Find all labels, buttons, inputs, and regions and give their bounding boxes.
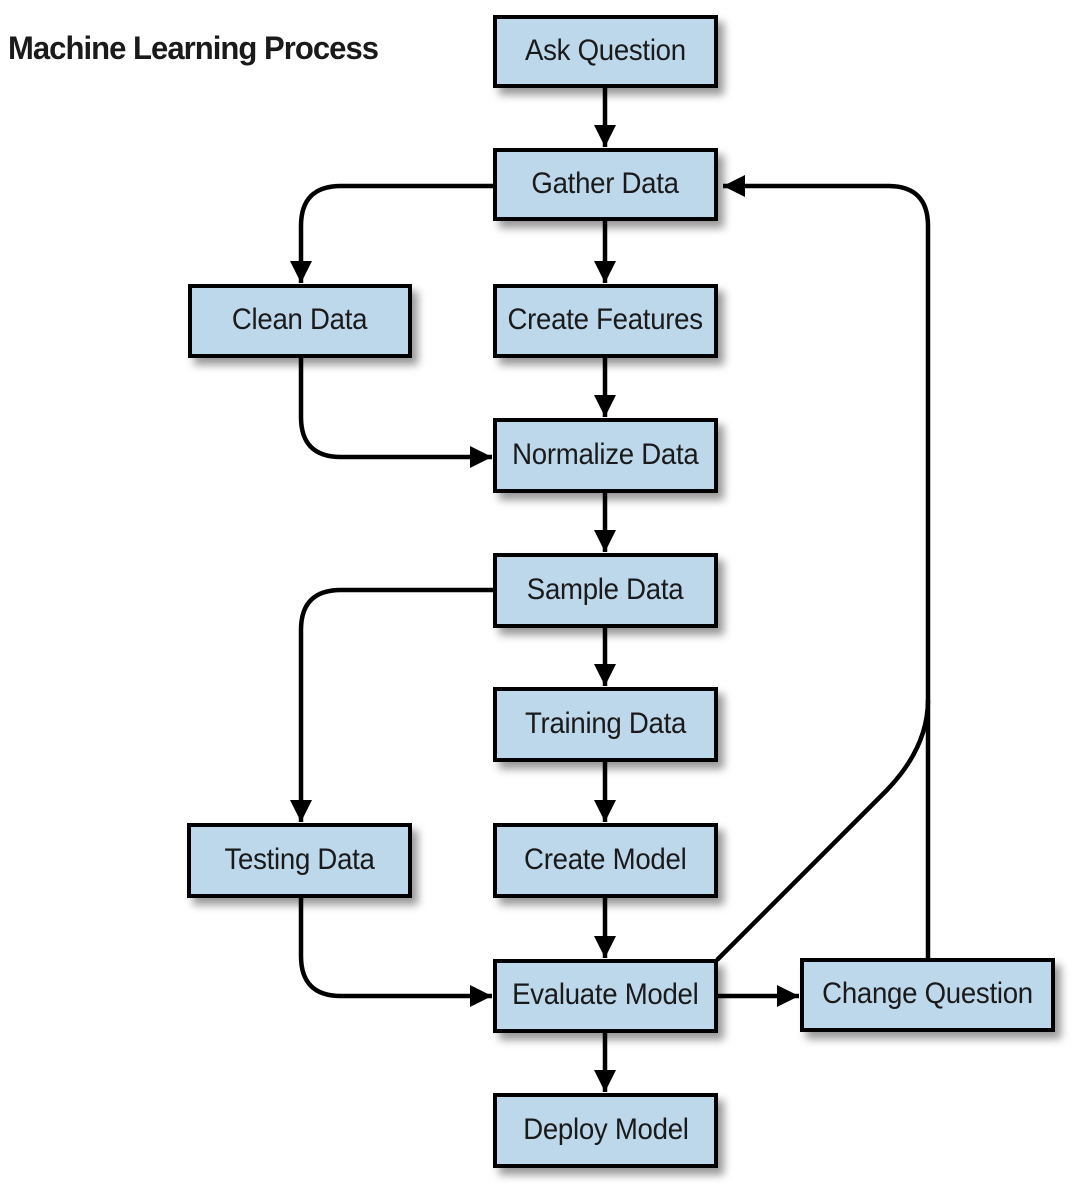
node-normalize-data: Normalize Data xyxy=(493,418,718,493)
edge-change-question-to-gather-data xyxy=(723,175,931,958)
edge-testing-data-to-evaluate-model xyxy=(298,898,492,1007)
node-testing-data: Testing Data xyxy=(187,823,412,898)
node-create-model: Create Model xyxy=(493,823,718,898)
node-change-question: Change Question xyxy=(800,958,1055,1032)
node-training-data: Training Data xyxy=(493,687,718,762)
node-sample-data: Sample Data xyxy=(493,553,718,628)
edge-sample-data-to-testing-data xyxy=(290,587,493,822)
node-label: Evaluate Model xyxy=(512,978,699,1011)
node-label: Normalize Data xyxy=(512,437,699,471)
node-evaluate-model: Evaluate Model xyxy=(493,959,718,1033)
diagram-title: Machine Learning Process xyxy=(8,30,379,66)
node-create-features: Create Features xyxy=(493,284,718,358)
node-label: Create Features xyxy=(507,303,704,336)
node-clean-data: Clean Data xyxy=(188,284,412,358)
node-label: Create Model xyxy=(524,842,687,876)
node-label: Ask Question xyxy=(525,33,686,67)
node-gather-data: Gather Data xyxy=(493,148,718,221)
node-label: Deploy Model xyxy=(522,1112,689,1146)
node-deploy-model: Deploy Model xyxy=(493,1093,718,1168)
node-label: Gather Data xyxy=(531,166,680,200)
node-label: Clean Data xyxy=(232,303,368,336)
edge-evaluate-model-to-feedback-loop xyxy=(715,699,931,962)
edge-clean-data-to-normalize-data xyxy=(298,358,492,468)
edge-gather-data-to-clean-data xyxy=(290,183,493,283)
node-label: Training Data xyxy=(524,706,687,740)
node-label: Change Question xyxy=(822,977,1033,1010)
node-label: Testing Data xyxy=(224,842,375,876)
node-ask-question: Ask Question xyxy=(493,15,718,88)
node-label: Sample Data xyxy=(527,572,684,606)
